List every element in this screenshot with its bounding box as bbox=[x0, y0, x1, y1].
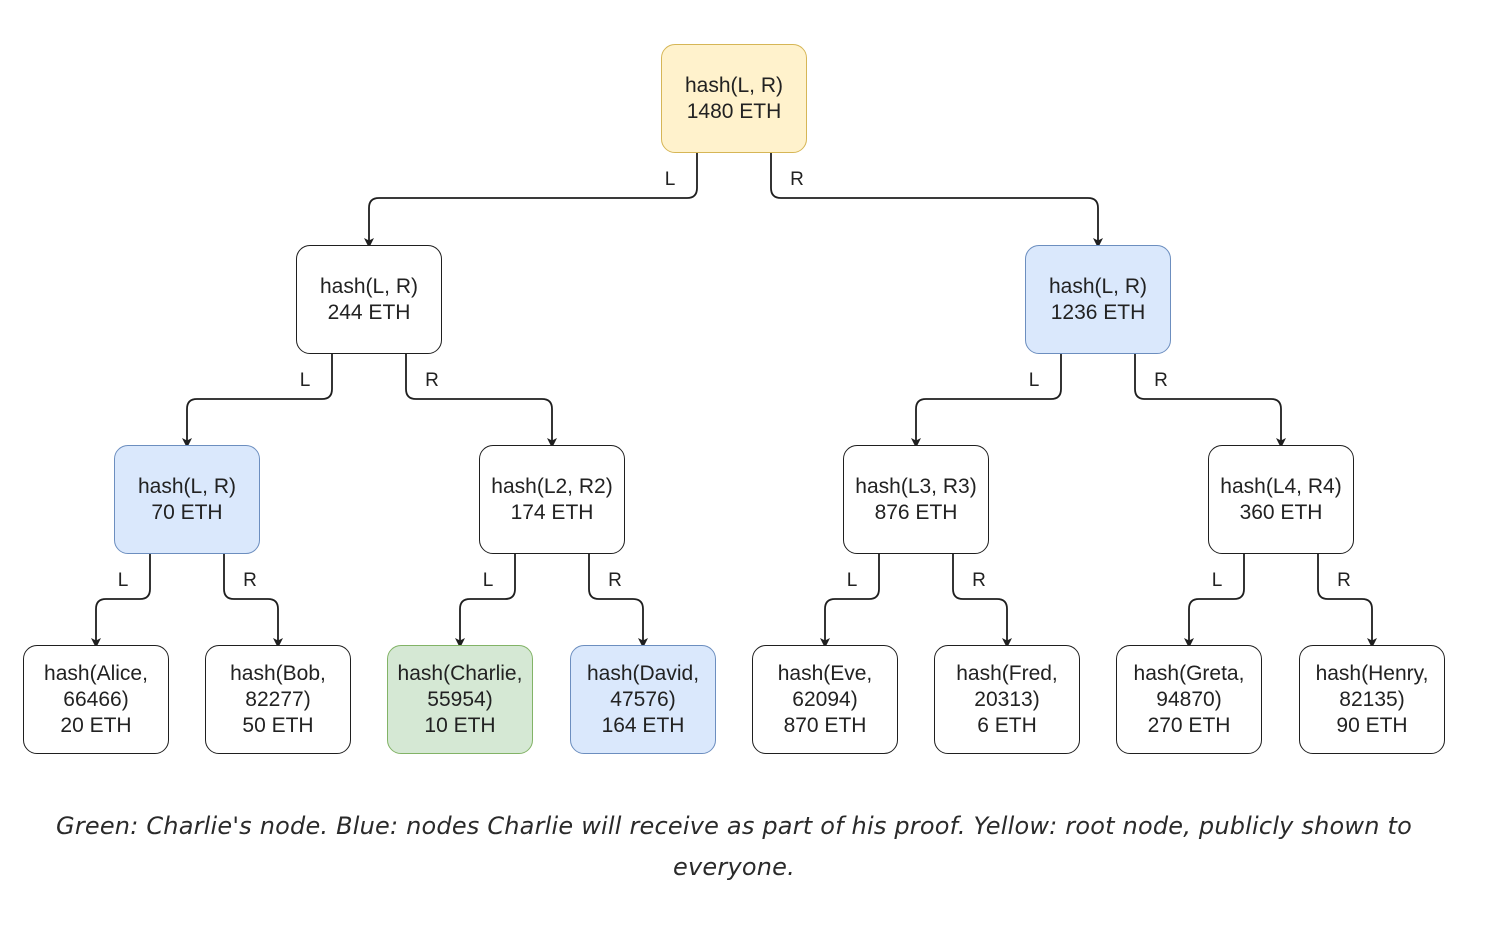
tree-node-left-left: hash(L, R)70 ETH bbox=[114, 445, 260, 554]
tree-node-left-right: hash(L2, R2)174 ETH bbox=[479, 445, 625, 554]
edge-root-to-n_left bbox=[364, 153, 698, 248]
node-text-line: 270 ETH bbox=[1147, 713, 1231, 737]
tree-node-left: hash(L, R)244 ETH bbox=[296, 245, 442, 354]
node-text-line: 360 ETH bbox=[1239, 500, 1323, 524]
edge-n_rr-to-leaf_henry bbox=[1317, 554, 1377, 648]
edge-n_rl-to-leaf_fred bbox=[952, 554, 1012, 648]
node-text-line: hash(Charlie, bbox=[397, 661, 523, 685]
edge-n_left-to-n_lr bbox=[405, 354, 557, 448]
tree-node-right-left: hash(L3, R3)876 ETH bbox=[843, 445, 989, 554]
edge-n_ll-to-leaf_bob bbox=[223, 554, 283, 648]
edge-n_right-to-n_rr bbox=[1134, 354, 1286, 448]
root-node: hash(L, R)1480 ETH bbox=[661, 44, 807, 153]
node-text-line: hash(L, R) bbox=[1048, 274, 1148, 298]
leaf-node-charlie: hash(Charlie,55954)10 ETH bbox=[387, 645, 533, 754]
node-text-line: hash(L2, R2) bbox=[491, 474, 613, 498]
edge-label-left: L bbox=[480, 570, 496, 591]
edge-n_rl-to-leaf_eve bbox=[820, 554, 880, 648]
node-text-line: 1480 ETH bbox=[686, 99, 782, 123]
node-text-line: 94870) bbox=[1156, 687, 1222, 711]
node-text-line: 70 ETH bbox=[151, 500, 223, 524]
node-text-line: 10 ETH bbox=[424, 713, 496, 737]
node-text-line: hash(L, R) bbox=[684, 73, 784, 97]
node-text-line: 244 ETH bbox=[327, 300, 411, 324]
leaf-node-eve: hash(Eve,62094)870 ETH bbox=[752, 645, 898, 754]
edge-n_right-to-n_rl bbox=[911, 354, 1062, 448]
edge-n_lr-to-leaf_david bbox=[588, 554, 648, 648]
leaf-node-bob: hash(Bob,82277)50 ETH bbox=[205, 645, 351, 754]
node-text-line: 20 ETH bbox=[60, 713, 132, 737]
node-text-line: hash(L4, R4) bbox=[1220, 474, 1342, 498]
node-text-line: 876 ETH bbox=[874, 500, 958, 524]
node-text-line: hash(Alice, bbox=[44, 661, 148, 685]
node-text-line: hash(Henry, bbox=[1315, 661, 1429, 685]
edge-label-right: R bbox=[423, 370, 441, 391]
node-text-line: 82135) bbox=[1339, 687, 1405, 711]
node-text-line: hash(Greta, bbox=[1133, 661, 1245, 685]
node-text-line: 1236 ETH bbox=[1050, 300, 1146, 324]
node-text-line: 164 ETH bbox=[601, 713, 685, 737]
edge-label-left: L bbox=[297, 370, 313, 391]
node-text-line: 870 ETH bbox=[783, 713, 867, 737]
edge-label-right: R bbox=[1152, 370, 1170, 391]
node-text-line: hash(David, bbox=[586, 661, 700, 685]
node-text-line: 20313) bbox=[974, 687, 1040, 711]
node-text-line: 47576) bbox=[610, 687, 676, 711]
node-text-line: hash(Bob, bbox=[230, 661, 326, 685]
edge-label-right: R bbox=[970, 570, 988, 591]
edge-label-left: L bbox=[1026, 370, 1042, 391]
edge-n_lr-to-leaf_charlie bbox=[455, 554, 516, 648]
leaf-node-greta: hash(Greta,94870)270 ETH bbox=[1116, 645, 1262, 754]
node-text-line: hash(L, R) bbox=[319, 274, 419, 298]
figure-caption: Green: Charlie's node. Blue: nodes Charl… bbox=[56, 812, 1412, 881]
node-text-line: 90 ETH bbox=[1336, 713, 1408, 737]
node-text-line: 174 ETH bbox=[510, 500, 594, 524]
leaf-node-david: hash(David,47576)164 ETH bbox=[570, 645, 716, 754]
node-text-line: 66466) bbox=[63, 687, 129, 711]
edge-label-right: R bbox=[1335, 570, 1353, 591]
edge-label-right: R bbox=[606, 570, 624, 591]
node-text-line: 62094) bbox=[792, 687, 858, 711]
edge-n_rr-to-leaf_greta bbox=[1184, 554, 1245, 648]
leaf-node-fred: hash(Fred,20313)6 ETH bbox=[934, 645, 1080, 754]
edge-label-left: L bbox=[844, 570, 860, 591]
node-text-line: 6 ETH bbox=[977, 713, 1037, 737]
edge-root-to-n_right bbox=[770, 153, 1103, 248]
node-text-line: hash(Fred, bbox=[956, 661, 1058, 685]
tree-node-right-right: hash(L4, R4)360 ETH bbox=[1208, 445, 1354, 554]
edge-label-left: L bbox=[662, 169, 678, 190]
edge-n_ll-to-leaf_alice bbox=[91, 554, 151, 648]
node-text-line: hash(Eve, bbox=[777, 661, 873, 685]
edge-label-left: L bbox=[115, 570, 131, 591]
node-text-line: 50 ETH bbox=[242, 713, 314, 737]
edge-n_left-to-n_ll bbox=[182, 354, 333, 448]
node-text-line: hash(L, R) bbox=[137, 474, 237, 498]
leaf-node-alice: hash(Alice,66466)20 ETH bbox=[23, 645, 169, 754]
edge-label-left: L bbox=[1209, 570, 1225, 591]
node-text-line: 82277) bbox=[245, 687, 311, 711]
leaf-node-henry: hash(Henry,82135)90 ETH bbox=[1299, 645, 1445, 754]
edge-label-right: R bbox=[241, 570, 259, 591]
node-text-line: 55954) bbox=[427, 687, 493, 711]
edge-label-right: R bbox=[788, 169, 806, 190]
node-text-line: hash(L3, R3) bbox=[855, 474, 977, 498]
tree-node-right: hash(L, R)1236 ETH bbox=[1025, 245, 1171, 354]
